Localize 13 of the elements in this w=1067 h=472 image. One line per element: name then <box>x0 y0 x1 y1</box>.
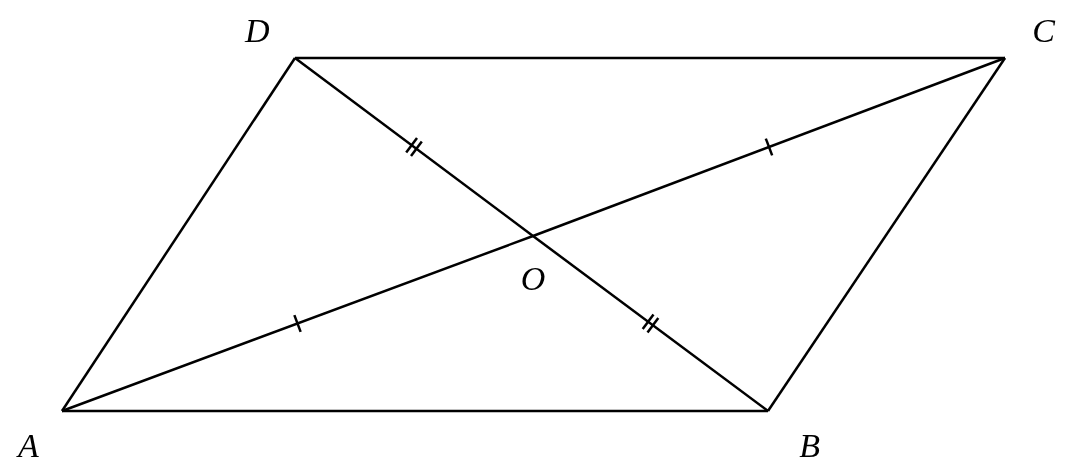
vertex-label: C <box>1032 14 1055 48</box>
vertex-label: D <box>245 14 270 48</box>
vertex-label: A <box>18 429 39 463</box>
line-segment <box>294 57 534 237</box>
vertex-label: B <box>799 429 820 463</box>
line-segment <box>766 57 1007 412</box>
line-segment <box>62 409 768 413</box>
line-segment <box>295 56 1005 60</box>
line-segment <box>532 235 769 412</box>
line-segment <box>61 234 534 413</box>
vertex-label: O <box>520 262 546 296</box>
line-segment <box>532 56 1006 238</box>
line-segment <box>60 57 297 412</box>
